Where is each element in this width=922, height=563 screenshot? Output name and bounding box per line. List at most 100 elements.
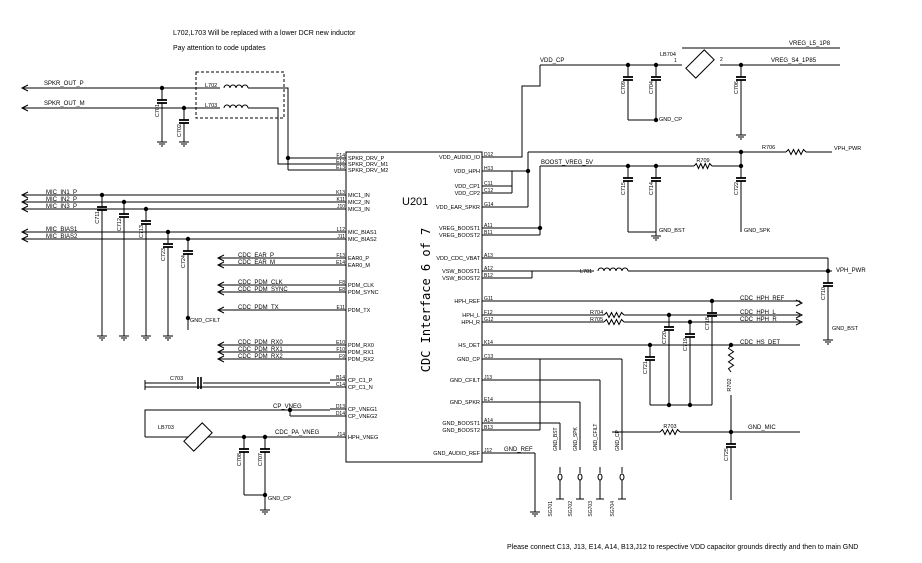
pin-name: CP_C1_N <box>348 385 373 391</box>
pin-number: J10 <box>337 204 345 210</box>
junction-dot <box>241 434 247 440</box>
junction-dot <box>666 312 672 318</box>
net-label: CDC_PDM_RX2 <box>238 354 283 360</box>
pin-number: B12 <box>484 273 493 279</box>
ground-symbol <box>260 509 270 515</box>
pin-name: VREG_BOOST1 <box>439 226 480 232</box>
ground-symbol <box>823 339 833 345</box>
ground-label: GND_CFILT <box>190 318 221 324</box>
pin-name: SPKR_DRV_P <box>348 156 385 162</box>
pin-number: G14 <box>484 202 494 208</box>
capacitor-label: C715 <box>621 182 627 195</box>
pin-name: PDM_RX2 <box>348 357 374 363</box>
net-label: BOOST_VREG_5V <box>541 160 593 166</box>
capacitor-label: C723 <box>161 248 167 261</box>
junction-dot <box>653 62 659 68</box>
wire <box>498 65 541 158</box>
port-arrow <box>795 311 804 319</box>
junction-dots <box>99 62 831 498</box>
capacitor-label: C707 <box>258 453 264 466</box>
capacitor-label: C722 <box>734 182 740 195</box>
net-tie-label: SG702 <box>568 501 574 517</box>
pin-number: H13 <box>484 166 493 172</box>
port-arrow <box>216 254 225 262</box>
inductor <box>597 267 629 272</box>
port-arrow <box>216 261 225 269</box>
wire <box>248 107 330 165</box>
port-arrow <box>20 205 29 213</box>
net-label: MIC_IN3_P <box>46 204 77 210</box>
resistor-label: R703 <box>663 424 676 430</box>
resistor <box>693 162 713 170</box>
net-label: GND_CFILT <box>593 424 599 451</box>
pin-name: PDM_RX0 <box>348 343 374 349</box>
pin-name: VDD_AUDIO_IO <box>439 155 481 161</box>
port-arrow <box>20 228 29 236</box>
junction-dot <box>687 402 693 408</box>
wires <box>22 47 840 512</box>
junction-dot <box>709 298 715 304</box>
junction-dot <box>262 492 268 498</box>
ground-symbol <box>97 335 107 341</box>
pin-number: E8 <box>339 287 345 293</box>
pin-number: A11 <box>484 223 493 229</box>
pin-name: SPKR_DRV_M2 <box>348 168 388 174</box>
capacitor-label: C724 <box>181 255 187 268</box>
pin-name: MIC2_IN <box>348 200 370 206</box>
pin-name: EAR0_P <box>348 256 369 262</box>
net-label: CDC_HPH_REF <box>740 296 785 302</box>
ground-label: GND_BST <box>659 228 686 234</box>
capacitor-label: C720 <box>662 331 668 344</box>
junction-dot <box>728 429 734 435</box>
ground-label: GND_SPK <box>744 228 771 234</box>
resistor-label: R705 <box>590 317 603 323</box>
junction-dot <box>666 402 672 408</box>
port-arrow <box>216 306 225 314</box>
resistor-label: R702 <box>727 378 733 391</box>
net-tie <box>576 467 584 500</box>
resistor-label: R704 <box>590 310 603 316</box>
junction-dot <box>262 434 268 440</box>
net-label: CDC_PDM_RX1 <box>238 347 283 353</box>
ground-label: GND_BST <box>832 326 859 332</box>
junction-dot <box>99 192 105 198</box>
ground-symbol <box>651 235 661 241</box>
pin-name: VSW_BOOST1 <box>442 269 480 275</box>
junction-dot <box>653 117 659 123</box>
pin-number: F10 <box>336 347 345 353</box>
pin-number: K11 <box>336 197 345 203</box>
pin-name: HPH_VNEG <box>348 435 378 441</box>
pin-name: HS_DET <box>458 343 480 349</box>
pin-number: B14 <box>336 375 345 381</box>
port-arrow <box>795 318 804 326</box>
capacitor-label: C703 <box>170 376 183 382</box>
pin-number: E14 <box>484 397 493 403</box>
capacitor-label: C725 <box>724 448 730 461</box>
inductor-label: L701 <box>580 269 592 275</box>
ground-symbol <box>157 141 167 147</box>
pin-number: A14 <box>484 418 493 424</box>
net-label: CDC_EAR_M <box>238 260 275 266</box>
inductor <box>223 84 249 89</box>
pin-number: J11 <box>337 234 345 240</box>
net-label: VPH_PWR <box>834 146 861 152</box>
pin-name: EAR0_M <box>348 263 370 269</box>
resistor <box>603 311 625 319</box>
junction-dot <box>625 62 631 68</box>
pin-name: VDD_HPH <box>454 169 480 175</box>
ground-symbol <box>141 335 151 341</box>
pin-number: F9 <box>339 354 345 360</box>
ic-title: CDC Interface 6 of 7 <box>419 228 433 373</box>
pin-number: K13 <box>336 190 345 196</box>
pin-name: PDM_CLK <box>348 283 374 289</box>
pin-name: VDD_EAR_SPKR <box>436 205 480 211</box>
pin-name: CP_C1_P <box>348 378 373 384</box>
pin-number: E12 <box>336 159 345 165</box>
net-tie <box>596 467 604 500</box>
port-arrow <box>20 84 29 92</box>
pin-number: 2 <box>720 57 723 63</box>
ground-symbol <box>163 335 173 341</box>
inductor <box>223 104 249 109</box>
resistor <box>603 318 625 326</box>
capacitor-label: C706 <box>734 81 740 94</box>
